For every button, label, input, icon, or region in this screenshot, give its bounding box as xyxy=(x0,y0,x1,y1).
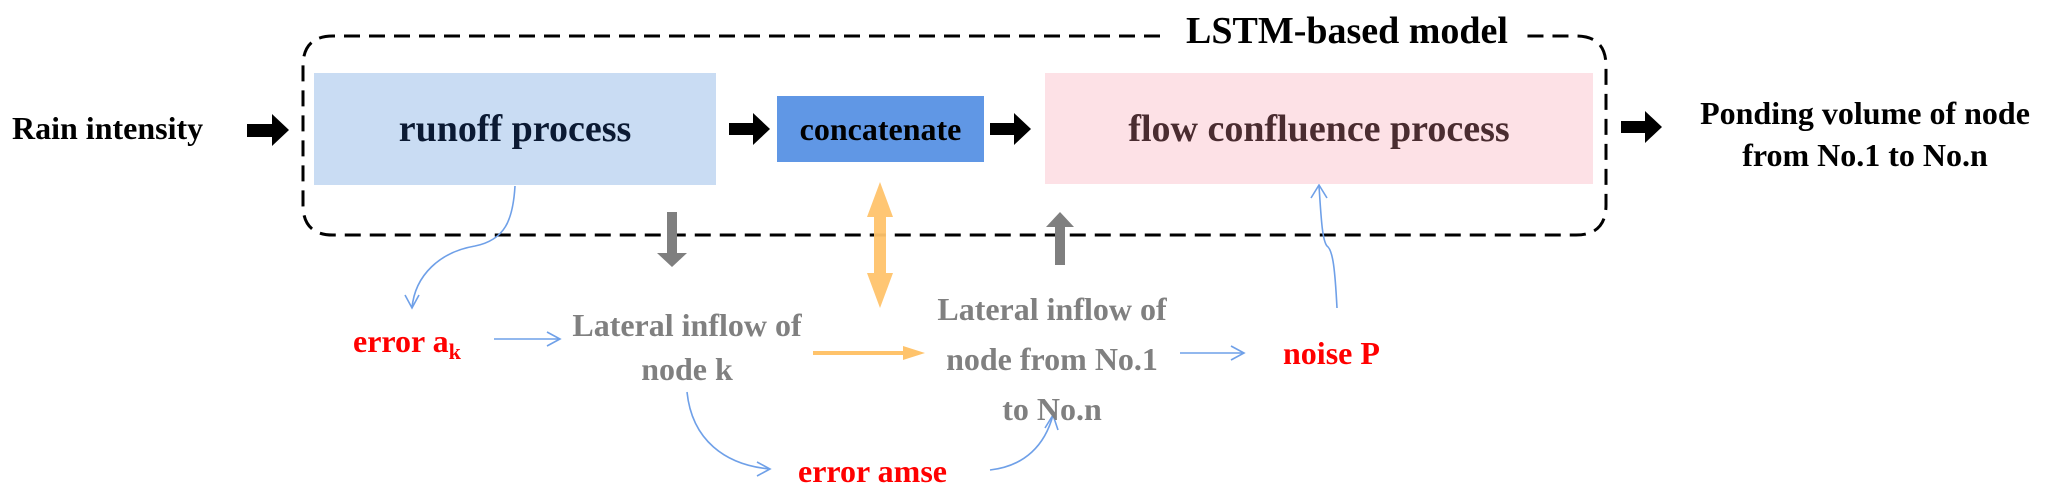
concatenate-block: concatenate xyxy=(777,96,984,162)
arrowhead-lateral-all xyxy=(1044,413,1059,431)
curve-runoff-to-error-ak xyxy=(411,185,516,309)
runoff-process-label: runoff process xyxy=(398,108,632,150)
arrow-concat-to-flow xyxy=(990,113,1031,145)
orange-double-arrow xyxy=(867,182,893,308)
error-ak-base: error a xyxy=(353,323,449,359)
arrowhead-lateral-k xyxy=(546,331,562,347)
rain-intensity-label: Rain intensity xyxy=(12,110,204,146)
error-ak-label: error ak xyxy=(353,323,461,363)
arrow-rain-to-runoff xyxy=(247,114,289,146)
flow-confluence-label: flow confluence process xyxy=(1128,107,1510,150)
concatenate-label: concatenate xyxy=(799,110,962,147)
arrow-flow-to-output xyxy=(1621,111,1662,143)
curve-lateral-k-to-error-amse xyxy=(686,391,771,470)
flow-confluence-block: flow confluence process xyxy=(1045,73,1593,184)
lstm-model-label: LSTM-based model xyxy=(1172,12,1522,50)
gray-up-arrow xyxy=(1046,212,1074,265)
noise-p-label: noise P xyxy=(1283,335,1380,371)
ponding-volume-label: Ponding volume of node from No.1 to No.n xyxy=(1700,95,2030,173)
arrowhead-error-ak xyxy=(404,294,420,310)
error-amse-label: error amse xyxy=(798,453,947,489)
curve-error-amse-to-lateral-all xyxy=(989,414,1054,471)
lstm-container-border xyxy=(301,34,1608,237)
error-ak-subscript: k xyxy=(448,339,461,364)
curve-noise-to-flow xyxy=(1318,185,1338,309)
arrowhead-error-amse xyxy=(756,461,772,477)
runoff-process-block: runoff process xyxy=(314,73,716,185)
arrowhead-noise xyxy=(1230,345,1246,361)
arrow-runoff-to-concat xyxy=(729,113,770,145)
arrowhead-flow xyxy=(1310,183,1328,199)
gray-down-arrow xyxy=(657,212,687,267)
lateral-inflow-node-k-label: Lateral inflow of node k xyxy=(572,307,802,387)
lateral-inflow-all-nodes-label: Lateral inflow of node from No.1 to No.n xyxy=(937,291,1167,427)
orange-right-arrow xyxy=(813,346,925,360)
